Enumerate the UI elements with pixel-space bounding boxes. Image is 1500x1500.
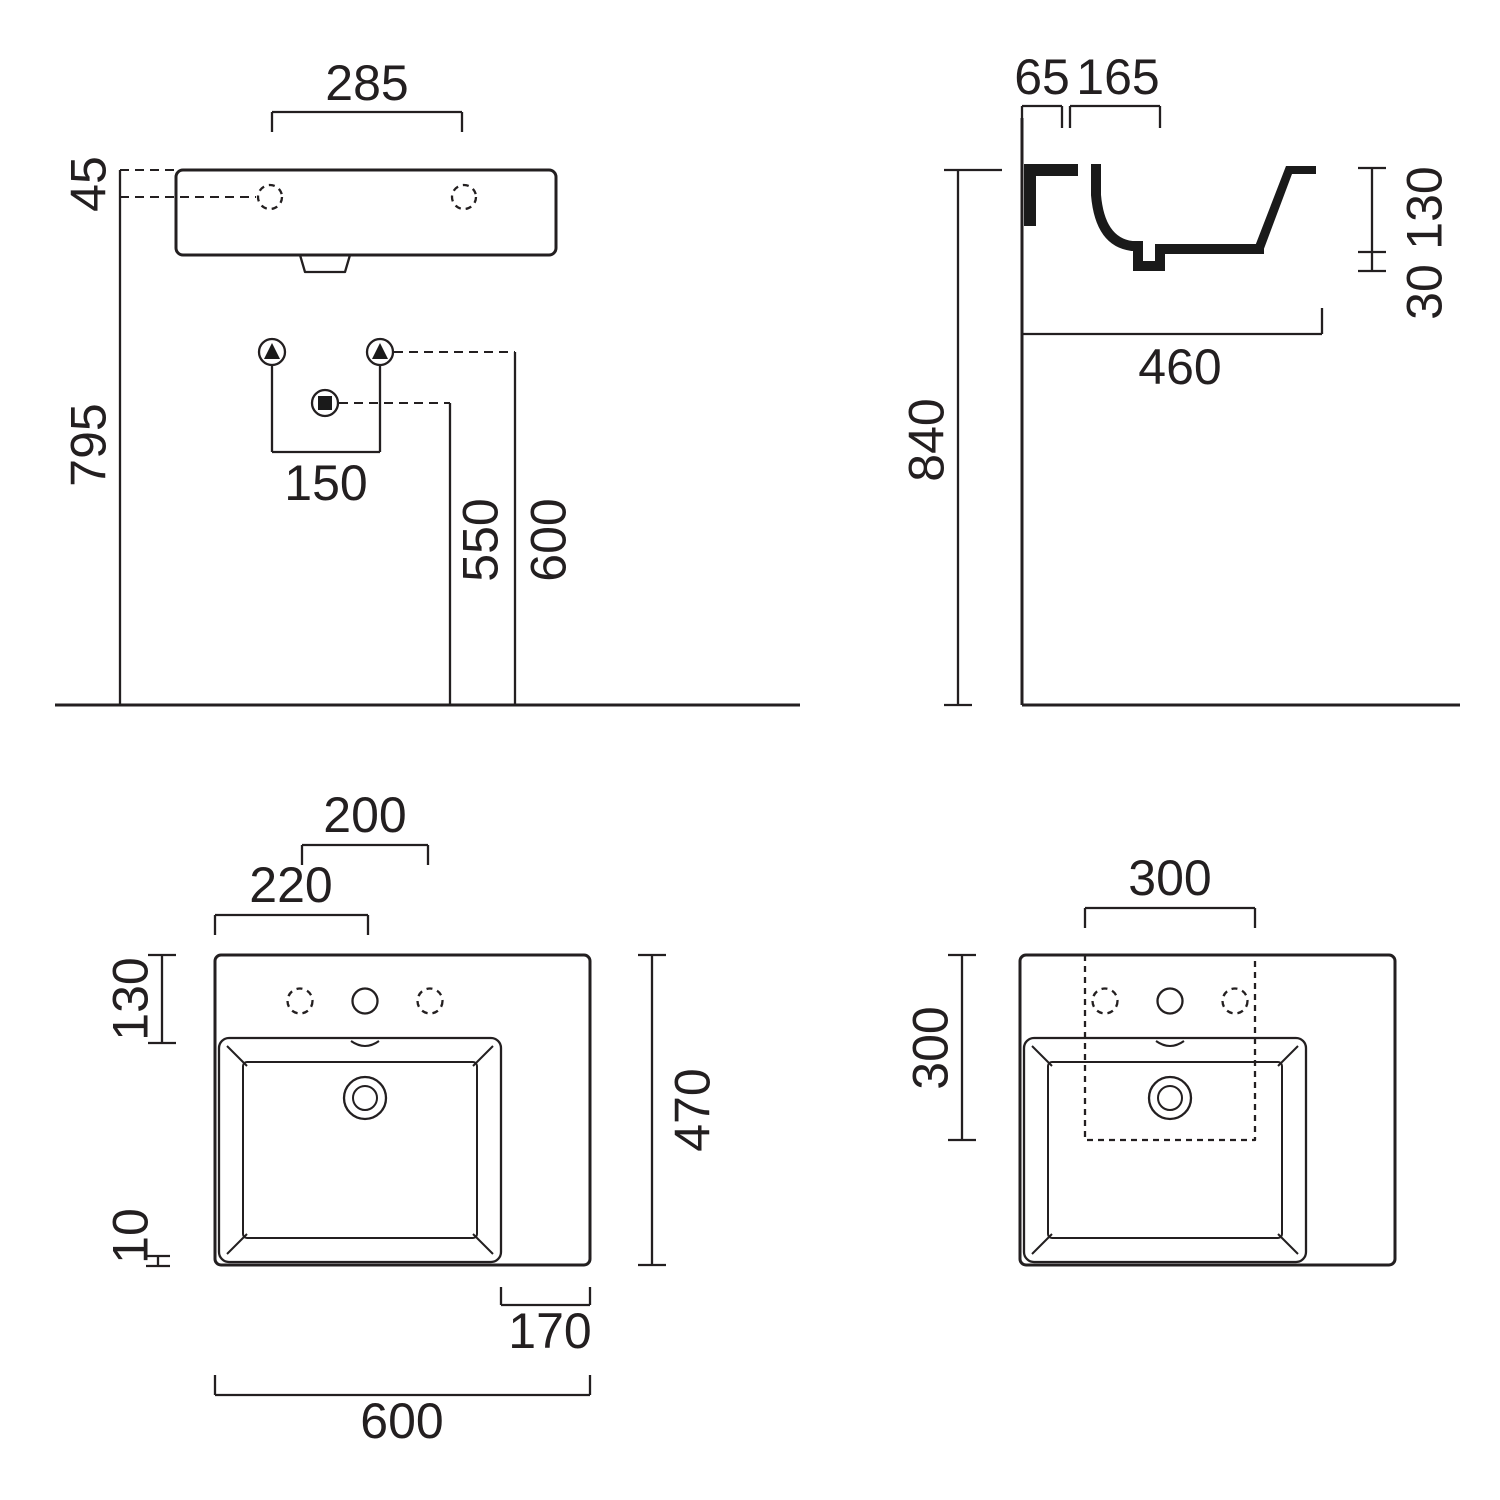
dim-label-300-width: 300	[1128, 850, 1211, 906]
tap-hole-optional-right-icon-right	[1221, 987, 1249, 1015]
tap-hole-center-icon-right	[1156, 987, 1184, 1015]
bowl-bottom-outline-right	[1047, 1061, 1283, 1239]
dim-label-10: 10	[103, 1208, 159, 1264]
drain-hole-outer-icon	[342, 1075, 388, 1121]
dim-wall-to-tap-hole: 165	[1068, 49, 1162, 128]
dim-label-460: 460	[1138, 339, 1221, 395]
tap-platform-cutout-dashed	[1083, 955, 1257, 1142]
waste-square-icon	[318, 396, 332, 410]
dim-label-600: 600	[360, 1393, 443, 1449]
front-elevation-view: 285 45 795 150 550 600	[55, 55, 800, 707]
dim-label-600-height: 600	[521, 498, 577, 581]
dim-label-200: 200	[323, 787, 406, 843]
dim-label-795: 795	[61, 403, 117, 486]
dim-plan-depth: 470	[638, 953, 721, 1267]
dim-wall-to-overflow: 65	[1014, 49, 1070, 128]
dim-total-depth: 460	[1022, 308, 1324, 395]
waste-outlet-symbol	[310, 388, 340, 418]
drain-front-outline	[298, 254, 352, 274]
plan-view-left: 200 220 130 470 10 170 600	[103, 787, 721, 1449]
dim-label-150: 150	[284, 455, 367, 511]
dim-line-130-plan	[148, 953, 176, 1045]
dim-line-130-30	[1358, 166, 1386, 273]
overflow-slot-icon-right	[1155, 1040, 1185, 1047]
supply-symbol-right	[365, 337, 395, 367]
section-back-wall	[1024, 164, 1078, 226]
dim-edge-to-tap-hole: 220	[213, 857, 370, 935]
dim-cutout-width: 300	[1083, 850, 1257, 928]
supply-circle-icon	[365, 337, 395, 367]
dim-label-30: 30	[1397, 264, 1453, 320]
supply-circle-icon	[257, 337, 287, 367]
dim-edge-to-bowl: 130	[103, 953, 176, 1045]
dim-line-10	[146, 1254, 170, 1268]
dim-label-130-plan: 130	[103, 957, 159, 1040]
tap-hole-center-icon	[351, 987, 379, 1015]
supply-triangle-icon	[264, 343, 280, 359]
dim-label-285: 285	[325, 55, 408, 111]
dim-floor-to-rim: 840	[899, 168, 1002, 707]
basin-plan-outline	[213, 953, 592, 1267]
section-bowl-profile	[1091, 164, 1264, 271]
dim-line-150	[270, 366, 382, 454]
plan-view-right: 300 300	[903, 850, 1397, 1267]
bowl-corner-slope-lines	[226, 1045, 494, 1255]
drain-hole-outer-icon-right	[1147, 1075, 1193, 1121]
dim-cutout-depth: 300	[903, 953, 976, 1142]
dim-label-220: 220	[249, 857, 332, 913]
dim-label-45: 45	[61, 156, 117, 212]
dim-line-300-left	[948, 953, 976, 1142]
section-front-wall	[1252, 166, 1316, 254]
drain-hole-inner-icon-right	[1157, 1085, 1183, 1111]
dim-line-220	[213, 913, 370, 935]
dim-line-840	[944, 168, 1002, 707]
dim-line-285	[270, 110, 464, 132]
supply-triangle-icon	[372, 343, 388, 359]
basin-front-outline	[174, 168, 558, 257]
dim-bowl-edge-gap: 10	[103, 1208, 170, 1268]
dim-line-170	[499, 1287, 592, 1307]
bowl-bottom-outline	[242, 1061, 478, 1239]
tap-hole-right-icon	[450, 183, 478, 211]
dim-line-300-top	[1083, 906, 1257, 928]
dim-label-300-depth: 300	[903, 1006, 959, 1089]
drain-hole-inner-icon	[352, 1085, 378, 1111]
dim-label-840: 840	[899, 398, 955, 481]
dim-tap-hole-spacing: 285	[270, 55, 464, 132]
dim-label-65: 65	[1014, 49, 1070, 105]
dim-line-65	[1020, 104, 1064, 128]
dim-total-width: 600	[213, 1375, 592, 1449]
dim-label-550: 550	[453, 498, 509, 581]
dim-line-600	[213, 1375, 592, 1397]
dim-line-460	[1022, 308, 1324, 336]
tap-hole-left-icon	[256, 183, 284, 211]
tap-hole-optional-left-icon-right	[1091, 987, 1119, 1015]
basin-plan-outline-right	[1018, 953, 1397, 1267]
dim-label-470: 470	[665, 1068, 721, 1151]
dim-label-130-side: 130	[1397, 166, 1453, 249]
dim-side-shelf-width: 170	[499, 1287, 592, 1359]
side-section-view: 65 165 130 30 460 840	[899, 49, 1460, 707]
dim-label-165: 165	[1076, 49, 1159, 105]
bowl-rim-outline	[217, 1036, 503, 1264]
tap-hole-optional-right-icon	[416, 987, 444, 1015]
waste-circle-icon	[310, 388, 340, 418]
dim-supply-spacing: 150	[270, 366, 382, 511]
bowl-corner-slope-lines-right	[1031, 1045, 1299, 1255]
bowl-rim-outline-right	[1022, 1036, 1308, 1264]
tap-hole-optional-left-icon	[286, 987, 314, 1015]
dim-line-165	[1068, 104, 1162, 128]
dim-line-200	[300, 843, 430, 865]
dim-outer-tap-hole-spacing: 200	[300, 787, 430, 865]
overflow-slot-icon	[350, 1040, 380, 1047]
dim-line-470	[638, 953, 666, 1267]
dim-label-170: 170	[508, 1303, 591, 1359]
dim-front-edge-height: 130 30	[1358, 166, 1453, 320]
supply-symbol-left	[257, 337, 287, 367]
